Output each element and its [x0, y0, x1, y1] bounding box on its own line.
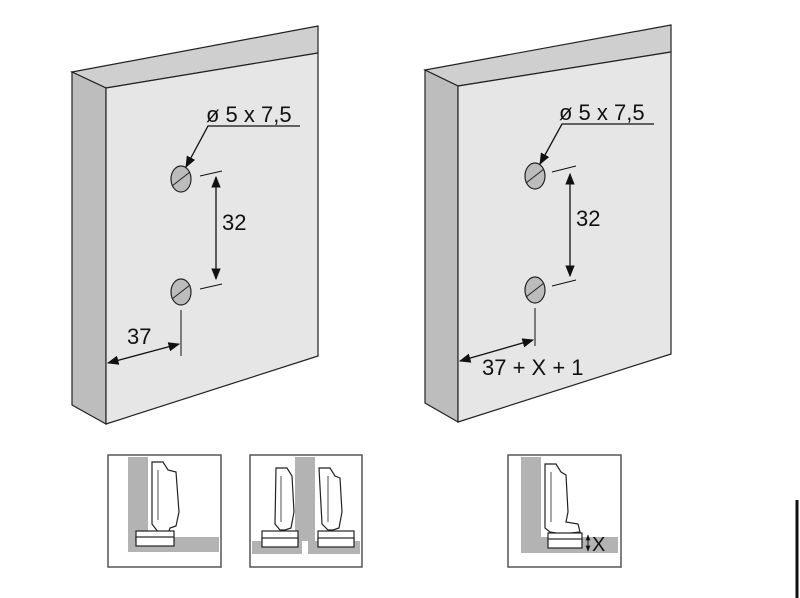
inset2-hinge-right	[318, 467, 343, 531]
left-hole-label: ø 5 x 7,5	[206, 102, 292, 127]
inset1-hinge-arm	[151, 461, 180, 535]
right-panel-side	[424, 69, 459, 424]
inset2-hinge-left	[274, 467, 295, 531]
left-spacing-label: 32	[222, 210, 246, 235]
right-hole-label: ø 5 x 7,5	[559, 100, 645, 125]
left-panel: ø 5 x 7,5 32 37	[70, 25, 319, 426]
right-panel: ø 5 x 7,5 32 37 + X + 1	[423, 24, 672, 424]
right-hole-leader	[539, 123, 654, 166]
inset-full-overlay	[107, 454, 222, 568]
inset2-cabinet-wall	[295, 457, 315, 541]
right-edge-dimension	[458, 338, 535, 363]
inset3-hinge-arm	[544, 463, 581, 535]
right-edge-label: 37 + X + 1	[482, 355, 584, 380]
left-panel-side	[71, 71, 107, 426]
inset-with-offset: X	[507, 454, 622, 568]
right-panel-face	[457, 51, 672, 423]
left-edge-dimension	[106, 342, 181, 365]
inset1-cabinet-wall	[128, 457, 148, 537]
offset-x-label: X	[592, 534, 605, 556]
left-edge-label: 37	[127, 324, 151, 349]
left-hole-leader	[185, 125, 300, 169]
right-spacing-label: 32	[576, 206, 600, 231]
inset-half-overlay	[249, 454, 363, 568]
inset3-cabinet-wall	[521, 457, 541, 553]
